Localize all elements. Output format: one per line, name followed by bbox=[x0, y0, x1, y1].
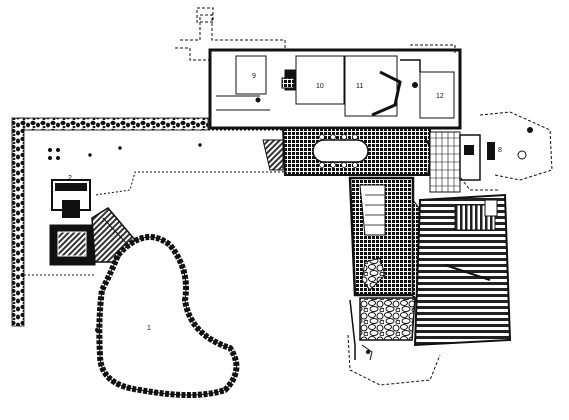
room-label-10: 10 bbox=[316, 83, 324, 90]
room-label-11: 11 bbox=[356, 83, 363, 90]
ruin-outline bbox=[175, 7, 553, 191]
east-terrace bbox=[413, 193, 512, 347]
courtyard bbox=[429, 127, 533, 193]
swimming-pool bbox=[95, 234, 240, 398]
room-label-8: 8 bbox=[498, 147, 502, 154]
room-label-9: 9 bbox=[252, 73, 256, 80]
west-terrace bbox=[24, 129, 284, 276]
stone-garden bbox=[347, 297, 441, 386]
room-label-1: 1 bbox=[147, 325, 151, 332]
room-labels: 9 10 11 12 2 8 1 bbox=[68, 73, 502, 332]
room-label-12: 12 bbox=[436, 93, 444, 100]
room-label-2: 2 bbox=[68, 175, 72, 182]
north-wing bbox=[208, 48, 462, 130]
living-hall bbox=[262, 127, 434, 176]
